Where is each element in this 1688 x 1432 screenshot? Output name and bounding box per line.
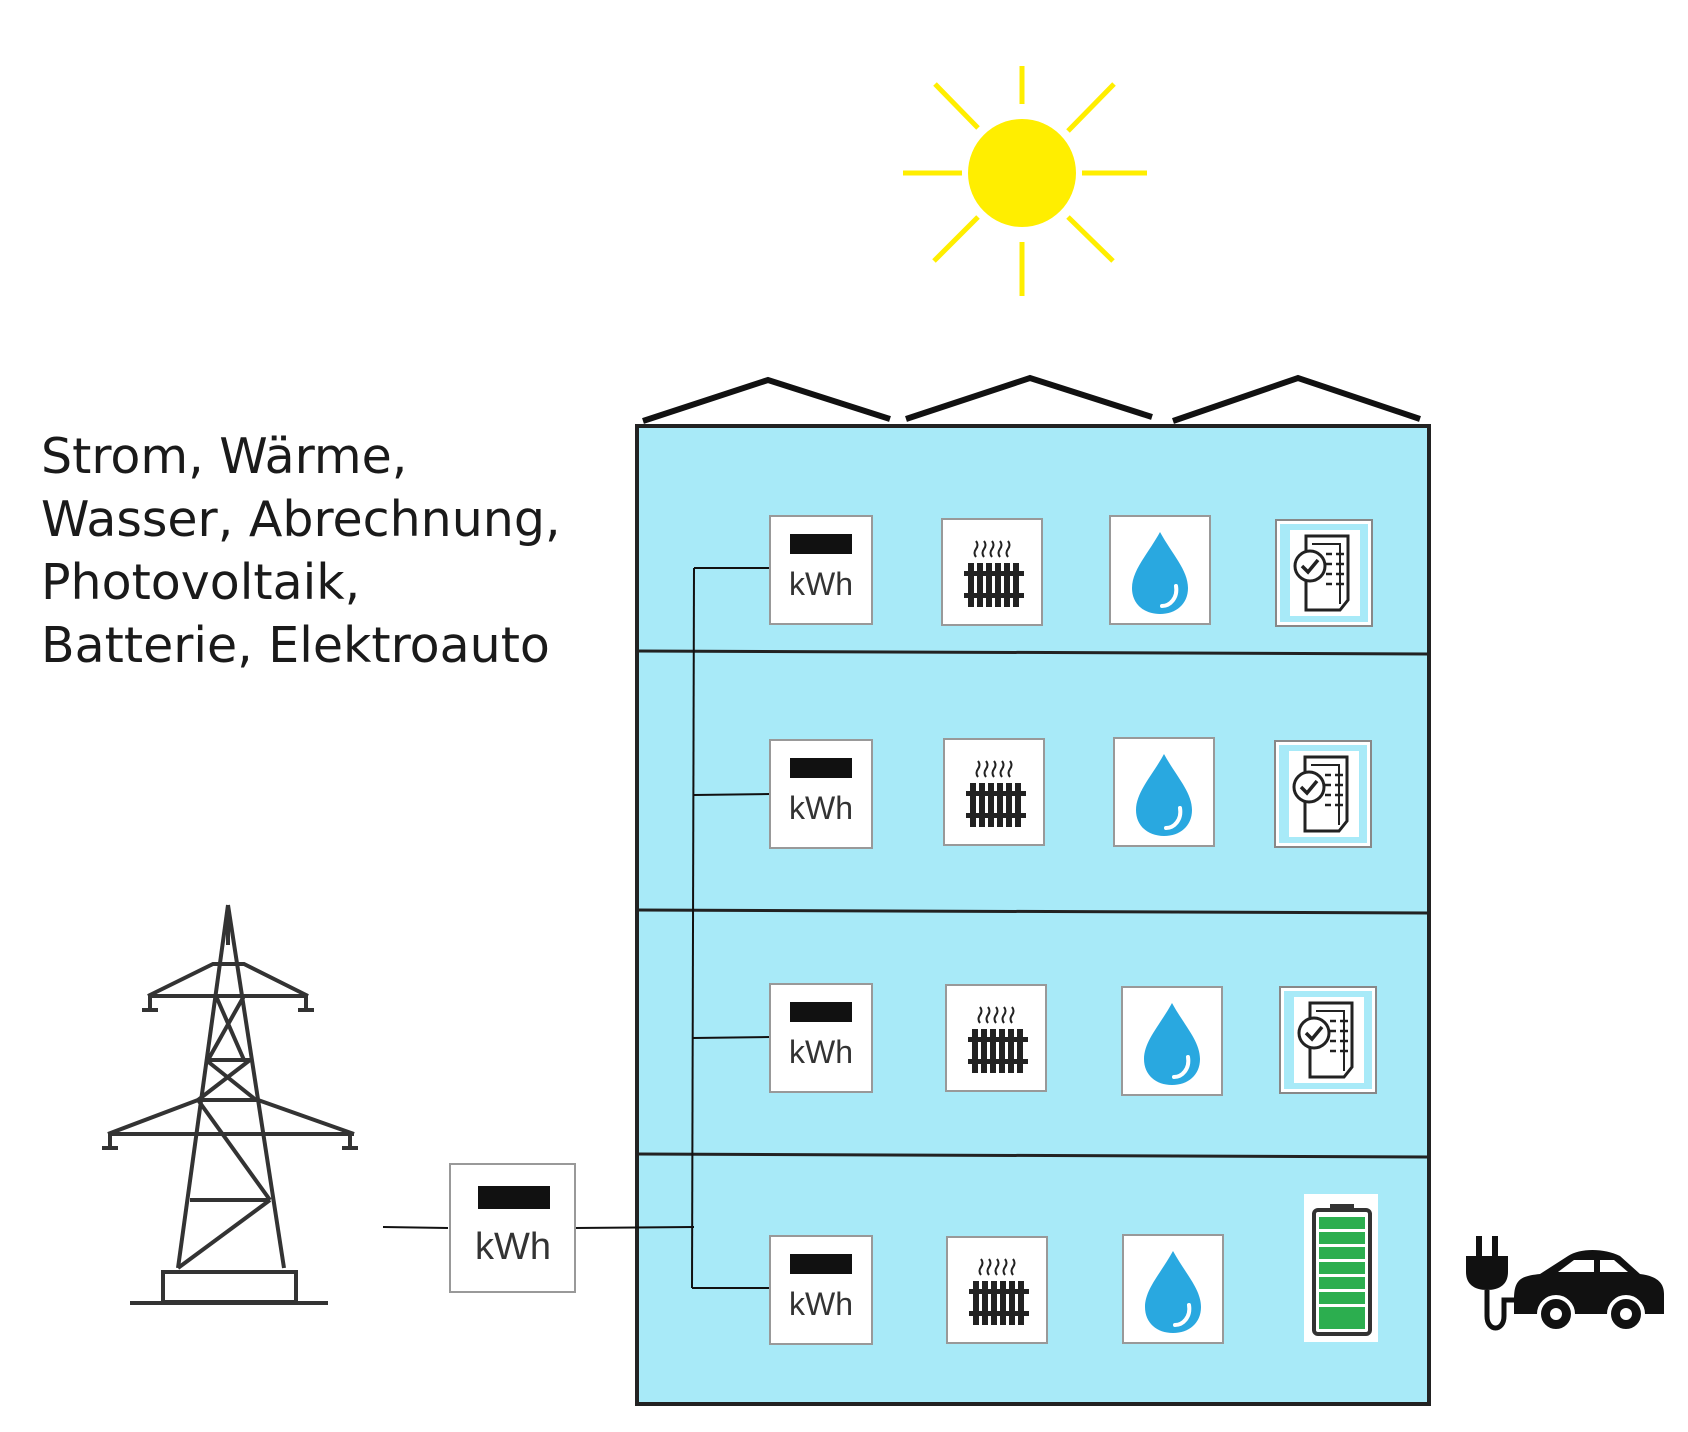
floor-3: kWh [769,983,1378,1097]
water-drop-icon [1108,514,1212,626]
meter-label: kWh [789,566,853,602]
electricity-meter-icon: kWh [769,739,873,849]
water-drop-icon [1120,985,1224,1097]
water-drop-icon [1121,1233,1225,1345]
caption-line-4: Batterie, Elektroauto [41,617,550,674]
radiator-icon [943,738,1045,846]
battery-icon [1304,1194,1378,1342]
meter-label: kWh [475,1226,551,1268]
main-electricity-meter-icon: kWh [449,1163,576,1293]
billing-document-icon [1273,739,1373,849]
radiator-icon [941,518,1043,626]
electric-car-icon [1466,1236,1664,1333]
caption-text: Strom, Wärme, Wasser, Abrechnung, Photov… [41,425,561,677]
roof [642,374,1421,424]
sun-icon [903,66,1147,296]
caption-line-1: Strom, Wärme, [41,428,408,485]
billing-document-icon [1274,518,1374,628]
floor-1: kWh [769,514,1374,628]
radiator-icon [945,984,1047,1092]
electricity-meter-icon: kWh [769,983,873,1093]
caption-line-3: Photovoltaik, [41,554,361,611]
power-pylon-icon [102,904,358,1305]
floor-4: kWh [769,1194,1378,1345]
caption-line-2: Wasser, Abrechnung, [41,491,561,548]
meter-label: kWh [789,790,853,826]
meter-label: kWh [789,1034,853,1070]
water-drop-icon [1112,736,1216,848]
billing-document-icon [1278,985,1378,1095]
radiator-icon [946,1236,1048,1344]
floor-2: kWh [769,736,1373,849]
meter-label: kWh [789,1286,853,1322]
wiring [382,567,771,1289]
electricity-meter-icon: kWh [769,1235,873,1345]
electricity-meter-icon: kWh [769,515,873,625]
